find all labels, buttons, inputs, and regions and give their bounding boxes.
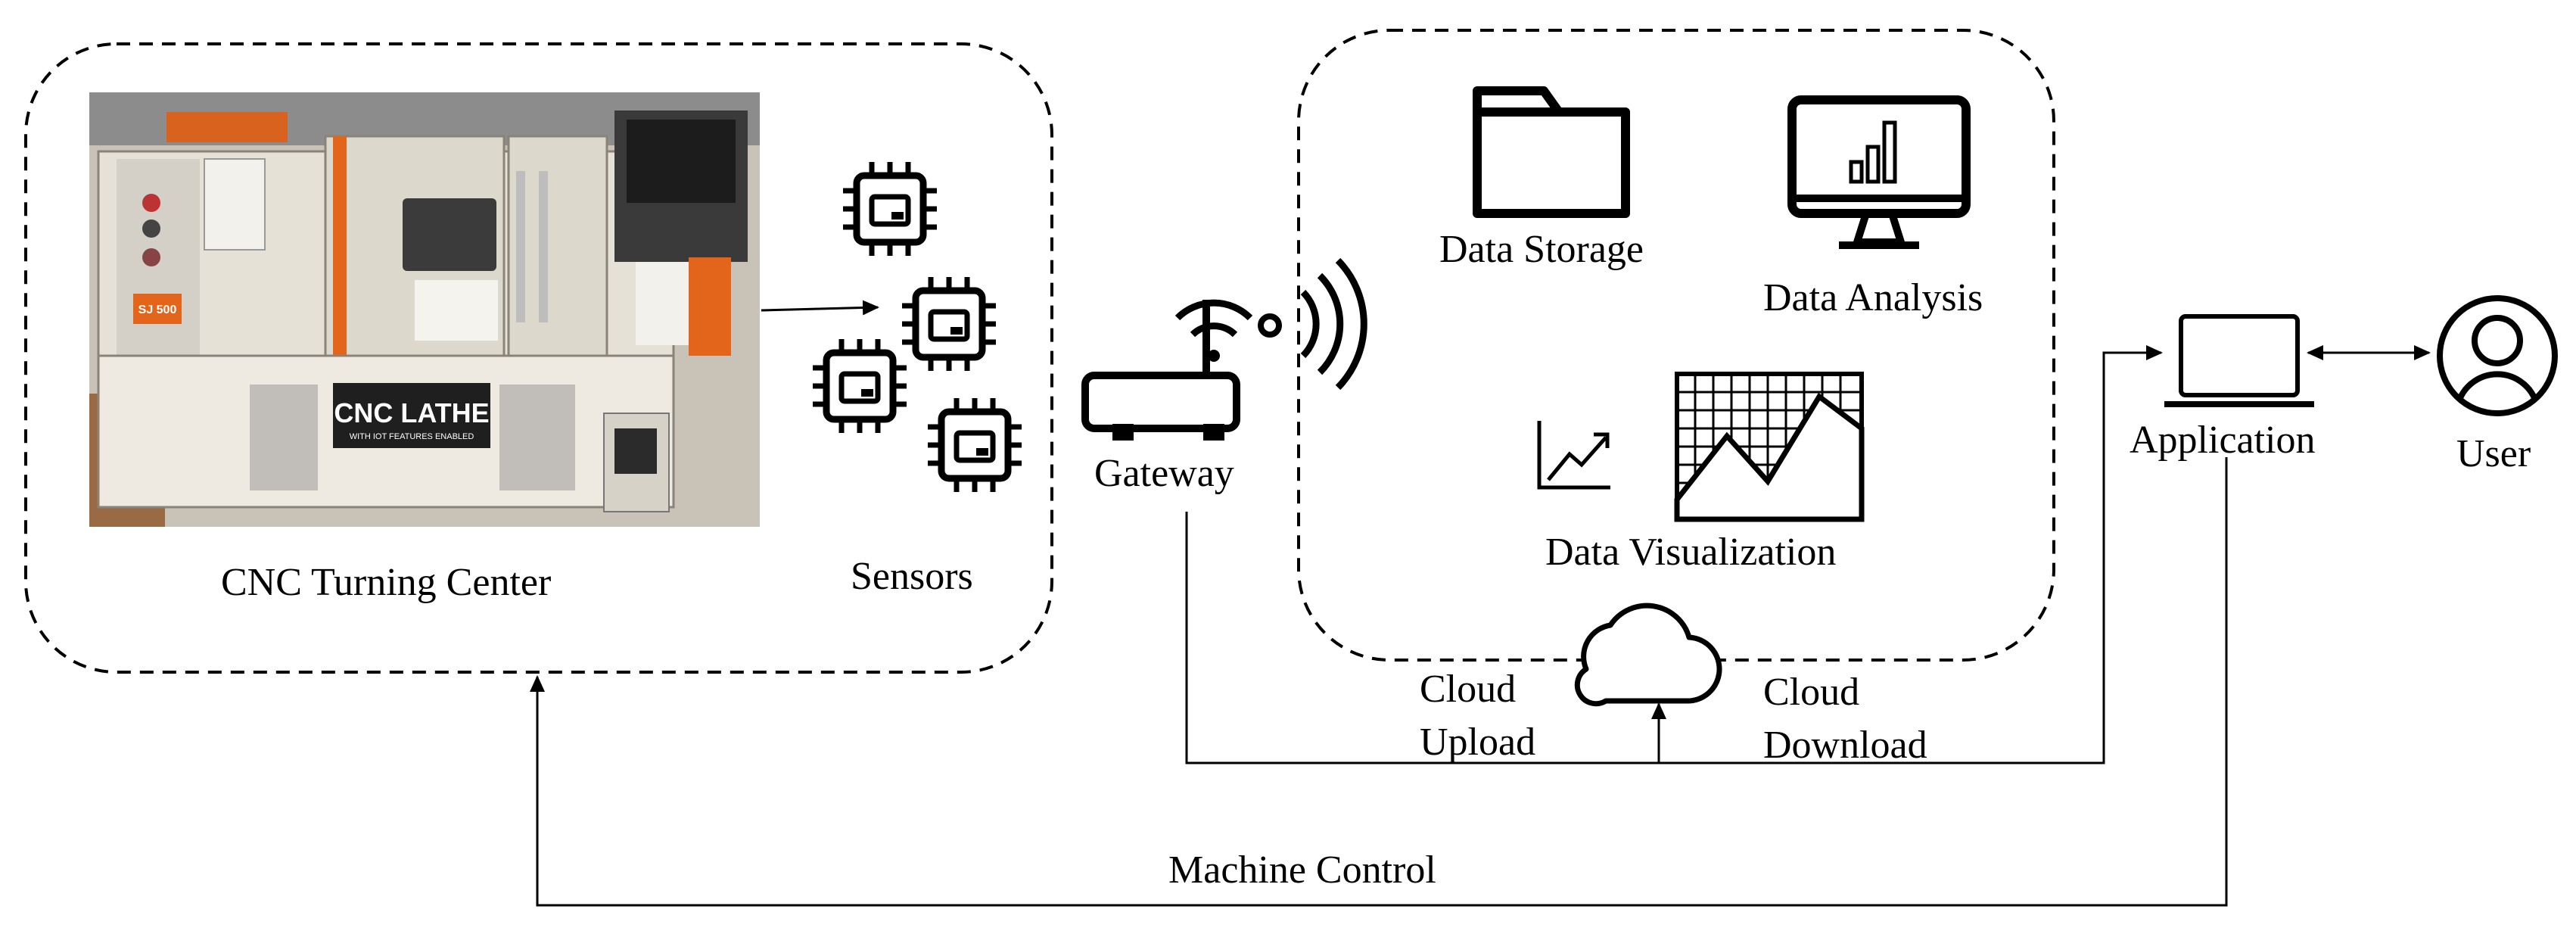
cloud-download-label: Cloud Download: [1763, 666, 1927, 772]
sensors-label: Sensors: [851, 555, 973, 598]
cloud-upload-label: Cloud Upload: [1420, 663, 1535, 769]
gateway-label: Gateway: [1094, 452, 1234, 495]
user-label: User: [2456, 432, 2531, 475]
cloud-upload-label-line1: Cloud: [1420, 668, 1517, 711]
machine-badge-text: SJ 500: [138, 304, 177, 316]
user-avatar-icon: [2437, 295, 2558, 416]
chip-icon: [928, 398, 1022, 492]
cloud-download-arrow: [1659, 345, 2163, 764]
application-label: Application: [2130, 419, 2316, 462]
cloud-download-label-line1: Cloud: [1763, 671, 1860, 714]
data-storage-label: Data Storage: [1439, 228, 1644, 271]
machine-label: CNC Turning Center: [221, 561, 552, 604]
machine-control-arrow: [530, 457, 2228, 907]
chip-icon: [813, 339, 907, 433]
data-visualization-label: Data Visualization: [1545, 531, 1837, 574]
chip-icon: [902, 277, 996, 371]
machine-to-sensors-arrow: [761, 300, 879, 316]
cloud-upload-label-line2: Upload: [1420, 721, 1536, 764]
machine-group-box: [24, 42, 1053, 674]
machine-panel-subtext: WITH IOT FEATURES ENABLED: [350, 432, 474, 441]
router-icon: [1081, 299, 1282, 441]
folder-icon: [1473, 86, 1630, 218]
cloud-icon: [1574, 603, 1722, 707]
cloud-download-label-line2: Download: [1763, 724, 1927, 767]
trend-chart-icon: [1537, 421, 1610, 490]
wifi-signal-icon: [1300, 257, 1367, 391]
monitor-bar-chart-icon: [1787, 95, 1971, 249]
cnc-machine-photo: CNC LATHE WITH IOT FEATURES ENABLED SJ 5…: [89, 92, 760, 527]
upload-connector: [1185, 512, 1659, 764]
machine-panel-text: CNC LATHE: [334, 397, 489, 428]
chip-icon: [843, 162, 937, 256]
data-analysis-label: Data Analysis: [1763, 276, 1983, 319]
area-chart-grid-icon: [1674, 372, 1865, 522]
machine-control-label: Machine Control: [1168, 848, 1436, 892]
laptop-icon: [2164, 314, 2314, 407]
